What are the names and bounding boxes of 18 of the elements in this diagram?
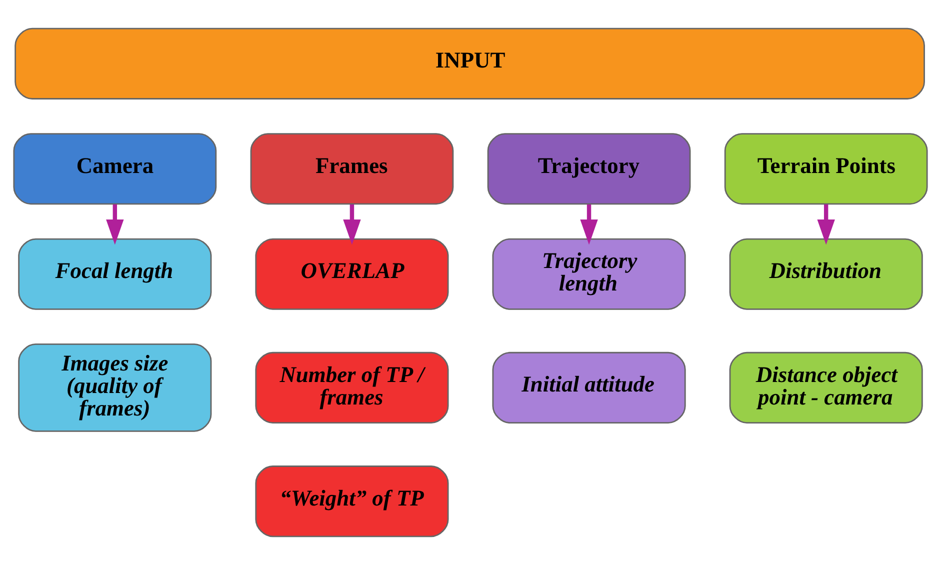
- node-box: Frames: [250, 133, 454, 205]
- node-box: INPUT: [14, 28, 925, 100]
- arrow: [580, 204, 598, 245]
- arrow: [817, 204, 835, 245]
- node-box: Initial attitude: [492, 352, 686, 424]
- node-box: Distribution: [729, 238, 923, 310]
- node-box: Distance object point - camera: [729, 352, 923, 424]
- node-box: Camera: [13, 133, 217, 205]
- node-box: OVERLAP: [255, 238, 449, 310]
- node-box: Number of TP / frames: [255, 352, 449, 424]
- node-box: Focal length: [18, 238, 212, 310]
- node-box: Trajectory: [487, 133, 691, 205]
- node-box: “Weight” of TP: [255, 466, 449, 538]
- arrow: [343, 204, 361, 245]
- node-box: Terrain Points: [724, 133, 928, 205]
- arrow: [106, 204, 124, 245]
- node-box: Images size (quality of frames): [18, 344, 212, 432]
- node-box: Trajectory length: [492, 238, 686, 310]
